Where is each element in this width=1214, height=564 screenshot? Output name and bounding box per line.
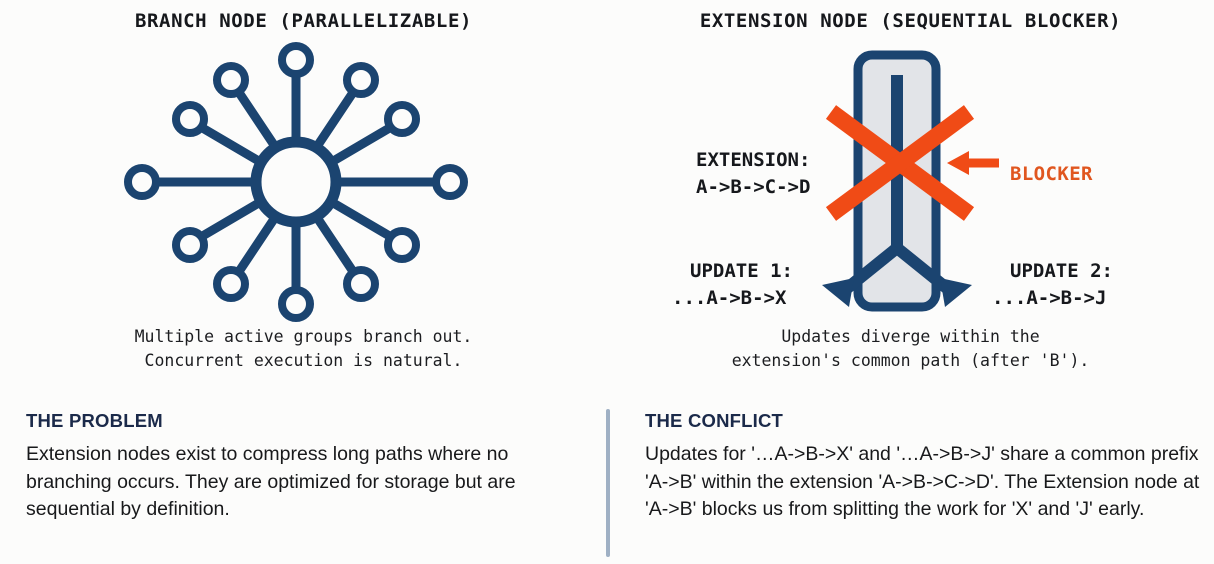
spoke-node-top — [278, 42, 314, 78]
update-2-label-title: UPDATE 2: — [1010, 260, 1113, 282]
update-1-label: UPDATE 1: ...A->B->X — [672, 258, 793, 312]
branch-node-title: BRANCH NODE (PARALLELIZABLE) — [134, 10, 473, 32]
spoke-node-6 — [172, 101, 208, 137]
update-2-label: UPDATE 2: ...A->B->J — [992, 258, 1113, 312]
fork-branch-left — [841, 243, 901, 295]
branch-caption-line-2: Concurrent execution is natural. — [144, 351, 463, 370]
hub-and-spoke-svg — [124, 42, 468, 322]
arrowhead-right — [940, 278, 972, 307]
extension-node-caption: Updates diverge within the extension's c… — [607, 325, 1214, 373]
problem-body: Extension nodes exist to compress long p… — [26, 443, 516, 520]
fork-branches — [841, 243, 953, 295]
update-1-label-title: UPDATE 1: — [690, 260, 793, 282]
branch-caption-line-1: Multiple active groups branch out. — [134, 327, 473, 346]
fork-branch-right — [893, 243, 953, 295]
spoke-node-3 — [343, 266, 379, 302]
extension-node-title: EXTENSION NODE (SEQUENTIAL BLOCKER) — [699, 10, 1122, 32]
spoke-node-8 — [343, 62, 379, 98]
bottom-divider — [606, 409, 610, 557]
extension-caption-line-1: Updates diverge within the — [781, 327, 1040, 346]
blocker-arrow-head — [947, 151, 969, 175]
extension-label-path: A->B->C->D — [696, 176, 811, 198]
problem-block: THE PROBLEM Extension nodes exist to com… — [26, 410, 578, 524]
extension-node-figure — [607, 42, 1214, 320]
spoke-node-2 — [384, 227, 420, 263]
blocker-arrow-icon — [947, 151, 999, 175]
extension-node-panel: EXTENSION NODE (SEQUENTIAL BLOCKER) — [607, 0, 1214, 392]
spoke-nodes — [124, 42, 468, 322]
spoke-node-4 — [213, 266, 249, 302]
spoke-node-7 — [213, 62, 249, 98]
conflict-block: THE CONFLICT Updates for '…A->B->X' and … — [645, 410, 1203, 524]
blocker-label: BLOCKER — [1010, 163, 1093, 185]
conflict-heading: THE CONFLICT — [645, 410, 784, 431]
hub-center-circle — [250, 136, 342, 228]
blocker-x-stroke-2 — [825, 105, 975, 221]
spoke-node-right — [432, 164, 468, 200]
update-2-label-path: ...A->B->J — [992, 287, 1107, 309]
spoke-node-left — [124, 164, 160, 200]
spoke-node-1 — [384, 101, 420, 137]
extension-label-title: EXTENSION: — [696, 149, 811, 171]
extension-node-svg — [822, 50, 999, 312]
branch-node-caption: Multiple active groups branch out. Concu… — [0, 325, 607, 373]
bottom-text-section: THE PROBLEM Extension nodes exist to com… — [0, 400, 1214, 564]
update-1-label-path: ...A->B->X — [672, 287, 787, 309]
extension-caption-line-2: extension's common path (after 'B'). — [731, 351, 1090, 370]
spoke-node-5 — [172, 227, 208, 263]
problem-heading: THE PROBLEM — [26, 410, 163, 431]
branch-node-panel: BRANCH NODE (PARALLELIZABLE) — [0, 0, 607, 392]
branch-node-figure — [0, 42, 607, 322]
extension-label: EXTENSION: A->B->C->D — [696, 147, 810, 201]
spoke-node-bottom — [278, 286, 314, 322]
conflict-body: Updates for '…A->B->X' and '…A->B->J' sh… — [645, 443, 1200, 520]
blocker-x-icon — [825, 105, 975, 221]
arrowhead-left — [822, 278, 854, 307]
